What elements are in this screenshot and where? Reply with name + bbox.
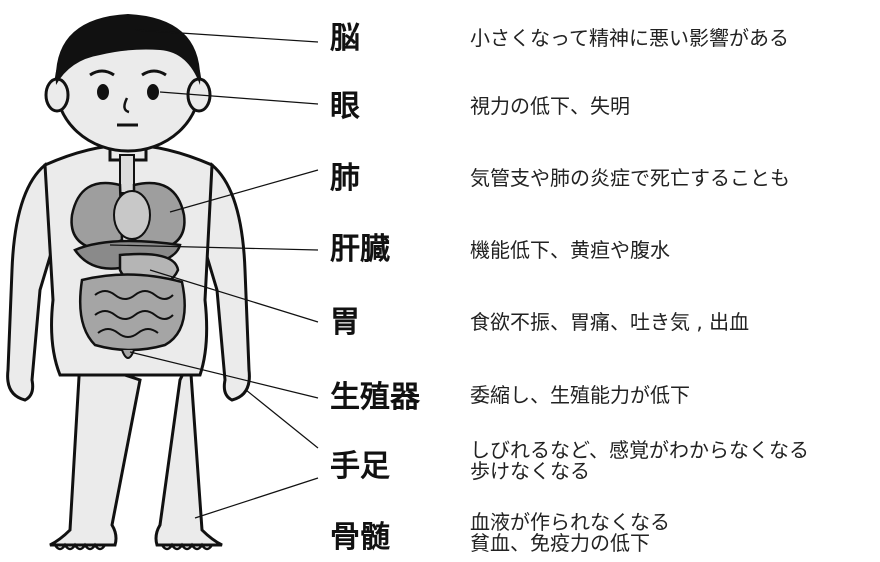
organ-label-limbs: 手足 — [330, 449, 390, 484]
organ-label-stomach: 胃 — [330, 305, 360, 340]
effect-text-bone-marrow: 血液が作られなくなる貧血、免疫力の低下 — [470, 510, 670, 555]
effect-text-eye: 視力の低下、失明 — [470, 94, 630, 118]
organ-label-liver: 肝臓 — [330, 232, 390, 267]
effect-text-stomach: 食欲不振、胃痛、吐き気 , 出血 — [470, 310, 750, 334]
organ-label-eye: 眼 — [330, 89, 360, 124]
organ-label-lung: 肺 — [330, 161, 360, 196]
effect-text-brain: 小さくなって精神に悪い影響がある — [470, 26, 789, 50]
effect-text-reproductive: 委縮し、生殖能力が低下 — [470, 383, 690, 407]
effect-text-limbs: しびれるなど、感覚がわからなくなる歩けなくなる — [470, 438, 809, 483]
body-illustration — [6, 14, 319, 551]
organ-label-bone-marrow: 骨髄 — [330, 520, 390, 555]
organ-label-reproductive: 生殖器 — [330, 380, 420, 415]
effect-text-lung: 気管支や肺の炎症で死亡することも — [470, 166, 790, 190]
organ-label-brain: 脳 — [330, 21, 360, 56]
effect-text-liver: 機能低下、黄疸や腹水 — [470, 238, 670, 262]
